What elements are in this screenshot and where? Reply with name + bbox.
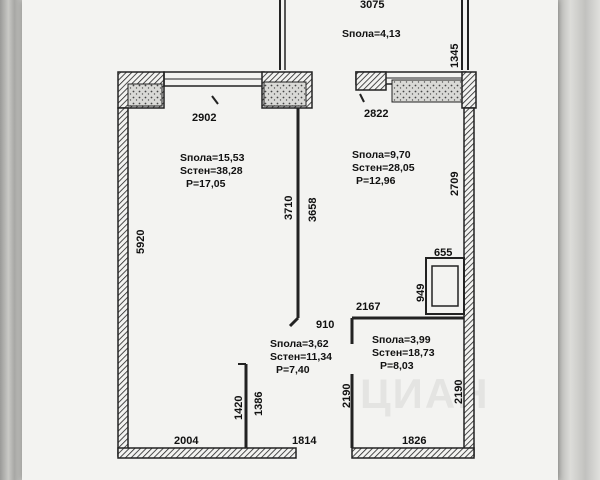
dim-kitchen-height: 2709: [449, 172, 461, 196]
partition-end: [288, 316, 300, 328]
living-perimeter: P=17,05: [186, 178, 226, 190]
dim-bottom-right: 1826: [402, 435, 426, 447]
dim-bath-right: 2190: [453, 380, 465, 404]
wall-right: [463, 107, 475, 457]
dim-left-small: 1420: [233, 396, 245, 420]
bath-perimeter: P=8,03: [380, 360, 414, 372]
dim-living-width: 2902: [192, 112, 216, 124]
kitchen-floor-area: Sпола=9,70: [352, 149, 411, 161]
dim-living-height: 5920: [135, 230, 147, 254]
dim-top-width: 3075: [360, 0, 384, 11]
door-living-arrow: [211, 95, 219, 105]
wall-top-left-block: [127, 83, 163, 107]
wall-bottom-right: [351, 447, 475, 459]
door-kitchen-arrow: [359, 93, 365, 103]
kitchen-wall-area: Sстен=28,05: [352, 162, 415, 174]
wood-floor-right: [558, 0, 600, 480]
bath-wall-area: Sстен=18,73: [372, 347, 435, 359]
dim-stove-width: 655: [434, 247, 452, 259]
stove: [425, 257, 465, 315]
dim-partition-b: 3658: [307, 198, 319, 222]
dim-left-small-b: 1386: [253, 392, 265, 416]
living-floor-area: Sпола=15,53: [180, 152, 245, 164]
dim-kitchen-width: 2822: [364, 108, 388, 120]
living-wall-area: Sстен=38,28: [180, 165, 243, 177]
dim-partition-a: 3710: [283, 196, 295, 220]
wall-bottom-left: [117, 447, 297, 459]
bath-floor-area: Sпола=3,99: [372, 334, 431, 346]
dim-right-top: 1345: [449, 44, 461, 68]
dim-bottom-left: 2004: [174, 435, 199, 447]
dim-bath-width: 2167: [356, 301, 380, 313]
wall-kitchen-left-block: [355, 71, 387, 91]
dim-stove-depth: 949: [415, 284, 427, 302]
wall-kitchen-right-block: [391, 79, 465, 103]
balcony-floor-area: Sпола=4,13: [342, 28, 401, 40]
dim-bath-left: 2190: [341, 384, 353, 408]
hall-floor-area: Sпола=3,62: [270, 338, 329, 350]
wood-floor-left: [0, 0, 24, 480]
stove-inner: [431, 265, 459, 307]
dim-bottom-mid: 1814: [292, 435, 317, 447]
wall-left: [117, 107, 129, 457]
hall-perimeter: P=7,40: [276, 364, 310, 376]
wall-top-right-block: [263, 81, 307, 107]
wall-kitchen-corner: [461, 71, 477, 109]
dim-door-width: 910: [316, 319, 334, 331]
hall-wall-area: Sстен=11,34: [270, 351, 332, 363]
kitchen-perimeter: P=12,96: [356, 175, 396, 187]
